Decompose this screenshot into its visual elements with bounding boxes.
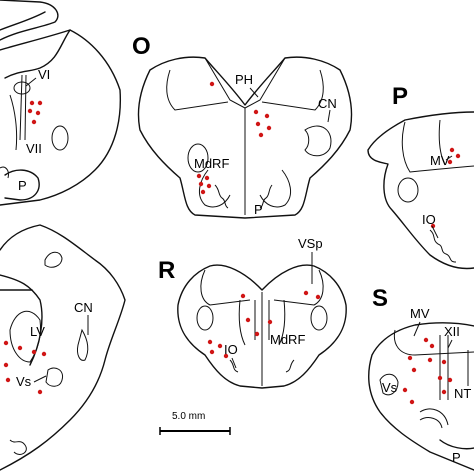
section-p-outline	[367, 111, 474, 270]
scale-bar: 5.0 mm	[159, 411, 231, 435]
label-cn-o: CN	[318, 96, 337, 111]
label-p-top-left: P	[18, 178, 27, 193]
section-r-outline	[177, 264, 347, 389]
panel-label-p: P	[392, 83, 408, 110]
label-vii: VII	[26, 141, 42, 156]
section-s-outline	[368, 322, 474, 471]
section-o-outline	[137, 56, 353, 219]
label-io-r: IO	[224, 342, 238, 357]
section-left-mid	[0, 224, 126, 471]
label-p-o: P	[254, 202, 263, 217]
section-top-left	[0, 0, 122, 206]
scale-bar-label: 5.0 mm	[172, 411, 205, 422]
label-io-p: IO	[422, 212, 436, 227]
label-mv-p: MV	[430, 153, 450, 168]
panel-label-r: R	[158, 257, 175, 284]
section-r-dots	[207, 290, 321, 359]
panel-label-o: O	[132, 33, 151, 60]
section-o-dots	[196, 81, 272, 195]
label-vs-left: Vs	[16, 374, 32, 389]
label-ph: PH	[235, 72, 253, 87]
label-vs-s: Vs	[382, 380, 398, 395]
label-lv: LV	[30, 324, 45, 339]
label-xii: XII	[444, 324, 460, 339]
section-top-left-dots	[27, 100, 43, 125]
section-s-dots	[402, 337, 453, 405]
label-cn-left: CN	[74, 300, 93, 315]
label-p-s: P	[452, 450, 461, 465]
section-p-dots	[430, 147, 461, 229]
label-mdrf-o: MdRF	[194, 156, 229, 171]
section-left-mid-dots	[3, 340, 47, 395]
label-nt: NT	[454, 386, 471, 401]
panel-label-s: S	[372, 285, 388, 312]
label-mv-s: MV	[410, 306, 430, 321]
label-vsp: VSp	[298, 236, 323, 251]
label-mdrf-r: MdRF	[270, 332, 305, 347]
label-vi: VI	[38, 67, 50, 82]
